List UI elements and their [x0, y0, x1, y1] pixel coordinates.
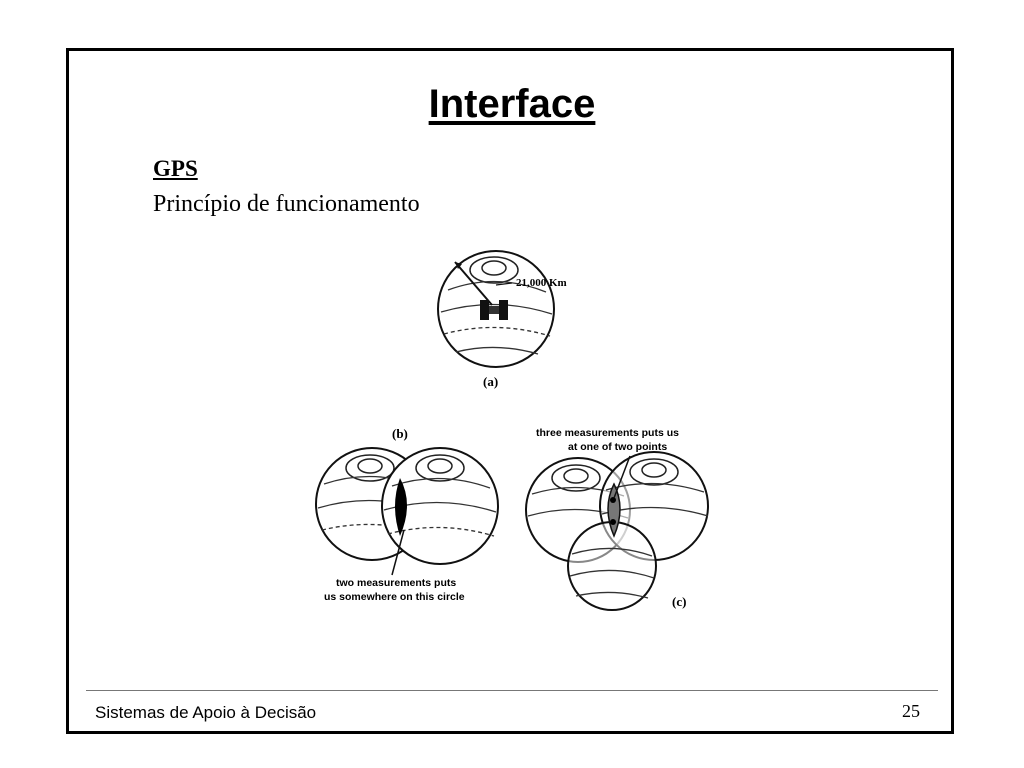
caption-b-line2: us somewhere on this circle [324, 591, 465, 603]
label-a: (a) [483, 374, 498, 389]
radius-arrow [454, 261, 493, 306]
slide-frame [66, 48, 954, 734]
distance-label: 21,000 Km [516, 277, 567, 289]
section-subheading: Princípio de funcionamento [153, 191, 420, 217]
label-b: (b) [392, 426, 408, 441]
caption-c-line1: three measurements puts us [536, 427, 679, 439]
footer-course-name: Sistemas de Apoio à Decisão [95, 703, 317, 722]
section-heading: GPS [153, 156, 198, 181]
footer-divider [86, 690, 938, 691]
caption-b-line1: two measurements puts [336, 577, 456, 589]
label-c: (c) [672, 594, 686, 609]
caption-c-line2: at one of two points [568, 441, 667, 453]
spheres-c [525, 451, 709, 611]
page-number: 25 [902, 701, 920, 721]
satellite-icon [480, 300, 508, 320]
slide-title: Interface [428, 82, 596, 126]
spheres-b [315, 447, 499, 565]
